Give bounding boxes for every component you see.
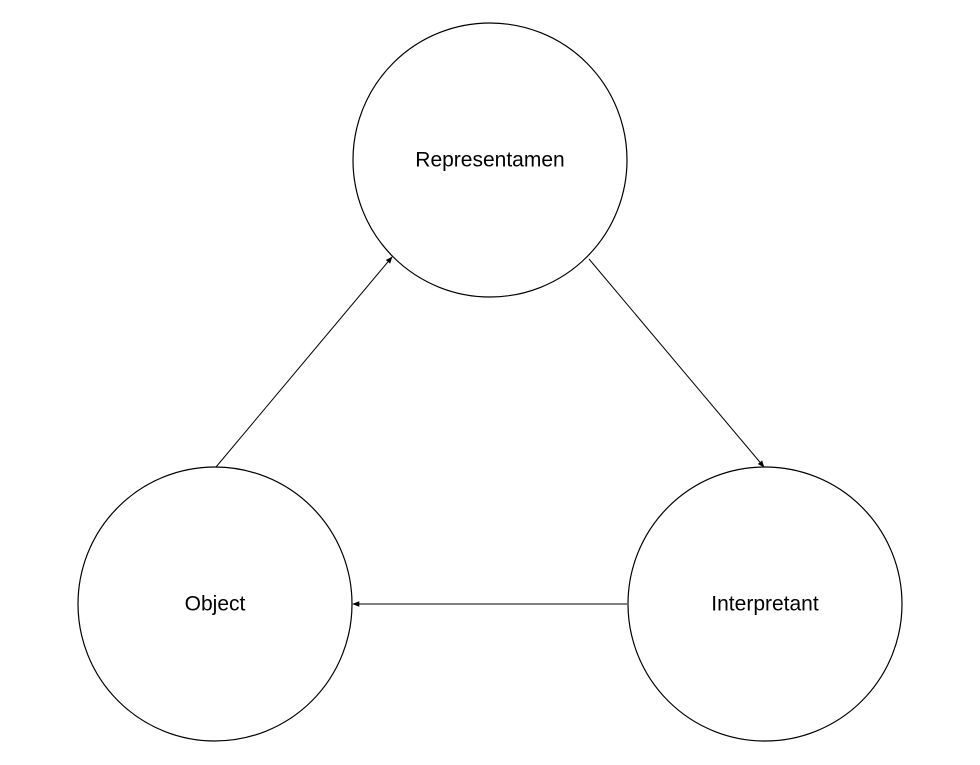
node-representamen: Representamen [352,22,628,298]
node-interpretant: Interpretant [627,466,903,742]
node-interpretant-circle [627,466,903,742]
node-object-circle [77,466,353,742]
node-object: Object [77,466,353,742]
node-representamen-label: Representamen [415,149,564,172]
edge-representamen-to-interpretant [588,258,765,468]
edge-object-to-representamen [215,256,393,468]
node-interpretant-label: Interpretant [711,593,819,616]
node-representamen-circle [352,22,628,298]
node-object-label: Object [185,593,246,616]
